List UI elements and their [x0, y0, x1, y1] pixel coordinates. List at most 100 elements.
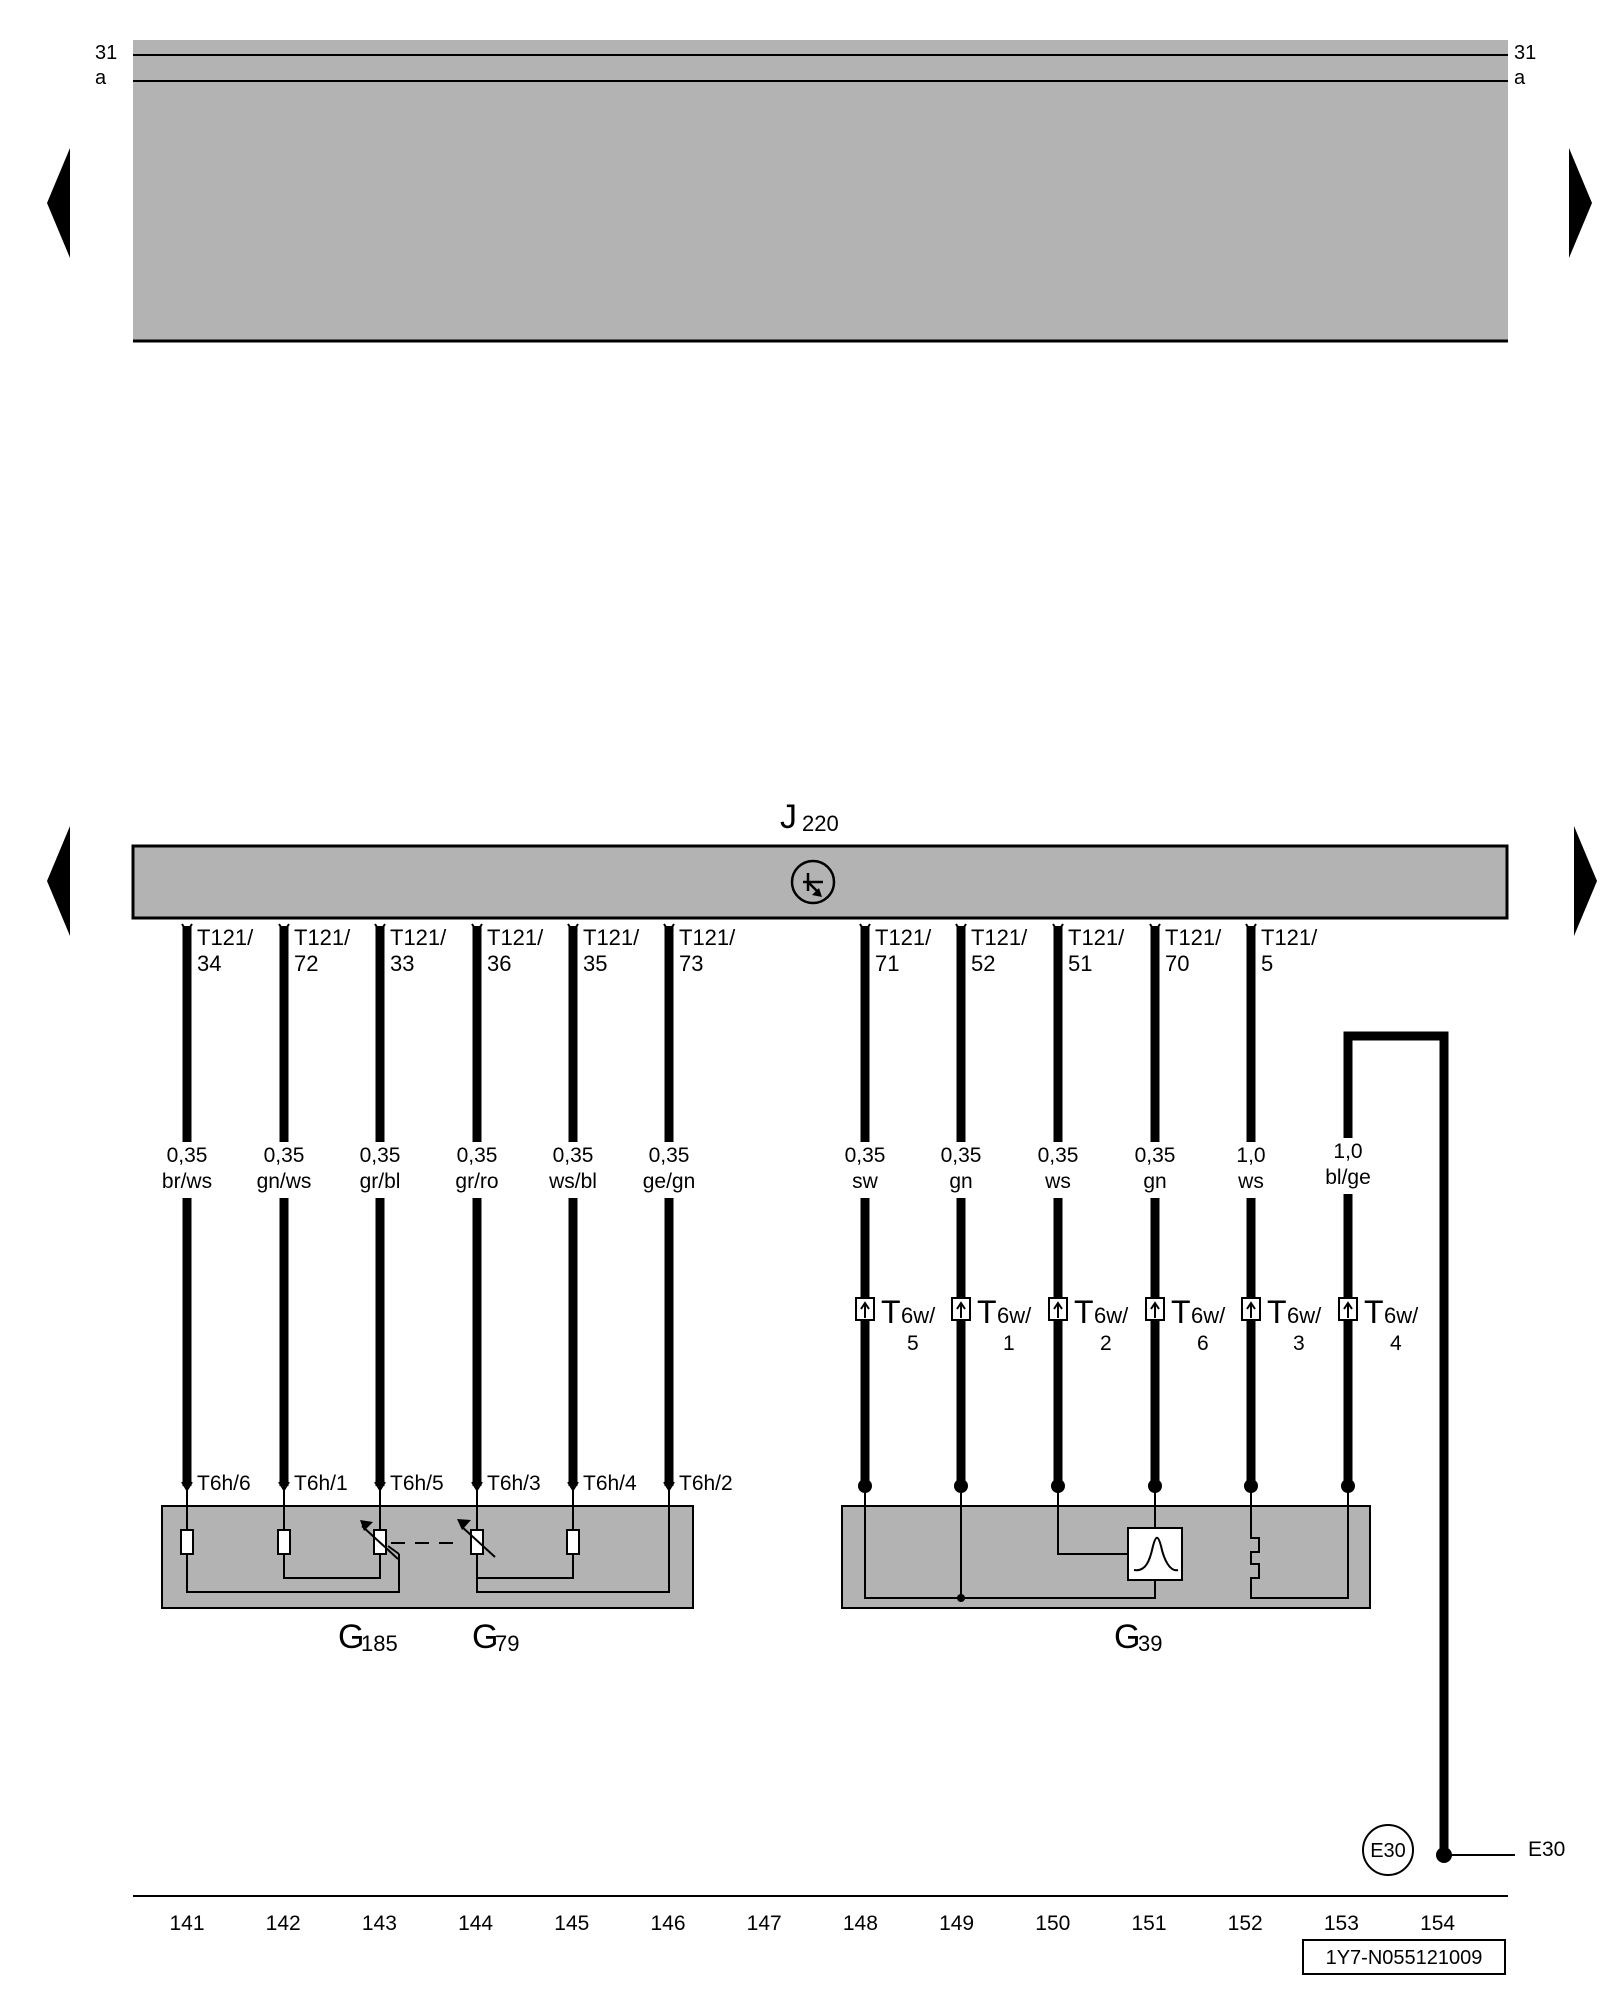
wire-color-label: gn [1143, 1170, 1166, 1193]
g39-number: 39 [1138, 1631, 1162, 1656]
document-id: 1Y7-N055121009 [1326, 1947, 1483, 1969]
wire-label-background [833, 1142, 897, 1198]
wire-color-label: gn/ws [257, 1170, 312, 1193]
track-number: 154 [1420, 1912, 1455, 1935]
t6w-connector-pin: 6 [1197, 1332, 1209, 1355]
track-number: 143 [362, 1912, 397, 1935]
wire-color-label: br/ws [162, 1170, 212, 1193]
wire-size-label: 0,35 [1038, 1144, 1079, 1167]
rail-31-label-right: 31 [1514, 42, 1536, 64]
prev-page-arrow-icon-lower[interactable] [47, 826, 70, 936]
ecu-pin-marker [278, 923, 290, 934]
t6w-connector-letter: T [977, 1294, 997, 1330]
t6w-connector-label: 6w/ [1094, 1303, 1129, 1328]
t6h-pin-label: T6h/5 [390, 1472, 444, 1495]
track-number: 149 [939, 1912, 974, 1935]
wire-label-background [1316, 1138, 1380, 1194]
wire-label-background [637, 1142, 701, 1198]
top-rail-panel: 31 a 31 a [95, 40, 1536, 343]
t6h-pin-label: T6h/6 [197, 1472, 251, 1495]
wire-size-label: 0,35 [1135, 1144, 1176, 1167]
track-number: 147 [747, 1912, 782, 1935]
wire-size-label: 0,35 [941, 1144, 982, 1167]
wire-size-label: 0,35 [649, 1144, 690, 1167]
track-number: 146 [650, 1912, 685, 1935]
ground-line-label: E30 [1528, 1838, 1565, 1861]
ecu-pin-number: 72 [294, 951, 318, 976]
ecu-pin-marker [374, 923, 386, 934]
next-page-arrow-icon[interactable] [1569, 148, 1592, 258]
wire-label-background [445, 1142, 509, 1198]
ecu-pin-label: T121/ [971, 925, 1028, 950]
ecu-pin-label: T121/ [1165, 925, 1222, 950]
sensor-box-g39: G 39 [841, 1486, 1371, 1656]
t6w-connector-label: 6w/ [901, 1303, 936, 1328]
g79-adjust-arrow-icon [457, 1519, 471, 1530]
wire-label-background [1123, 1142, 1187, 1198]
wire-color-label: gn [949, 1170, 972, 1193]
wire-label-background [929, 1142, 993, 1198]
ground-point-e30: E30 E30 [1362, 1824, 1565, 1876]
ground-junction-dot [1436, 1847, 1452, 1863]
wire-label-background [1026, 1142, 1090, 1198]
connector-arrow-icon [860, 1301, 870, 1310]
transistor-icon [790, 859, 836, 905]
ecu-pin-label: T121/ [875, 925, 932, 950]
ecu-pin-marker [1149, 923, 1161, 934]
next-page-arrow-icon-lower[interactable] [1574, 826, 1597, 936]
g185-internal-circuit [180, 1486, 400, 1593]
wire-color-label: sw [852, 1170, 879, 1193]
wire-label-background [541, 1142, 605, 1198]
wire-size-label: 0,35 [167, 1144, 208, 1167]
ecu-pin-number: 35 [583, 951, 607, 976]
sensor-box-g185-g79: G 185 G 79 [161, 1486, 694, 1656]
wire-size-label: 0,35 [553, 1144, 594, 1167]
t6w-connector-pin: 1 [1003, 1332, 1015, 1355]
prev-page-arrow-icon[interactable] [47, 148, 70, 258]
control-unit-number: 220 [802, 811, 839, 836]
t6w-connector-pin: 2 [1100, 1332, 1112, 1355]
document-id-frame [1302, 1939, 1506, 1975]
wire-size-label: 0,35 [360, 1144, 401, 1167]
rail-panel-background [133, 40, 1508, 341]
track-number: 150 [1035, 1912, 1070, 1935]
ecu-pin-marker [181, 923, 193, 934]
ecu-pin-label: T121/ [390, 925, 447, 950]
t6w-connector-letter: T [1267, 1294, 1287, 1330]
ecu-pin-number: 51 [1068, 951, 1092, 976]
ecu-pin-label: T121/ [583, 925, 640, 950]
wire-label-background [1219, 1142, 1283, 1198]
rail-31-label-left: 31 [95, 42, 117, 64]
ecu-pin-label: T121/ [197, 925, 254, 950]
connector-arrow-icon [1053, 1301, 1063, 1310]
sensor-box-g39-body [841, 1505, 1371, 1609]
document-id-box: 1Y7-N055121009 [1302, 1939, 1506, 1975]
g185-number: 185 [361, 1631, 398, 1656]
wire-label-background [348, 1142, 412, 1198]
ecu-pin-number: 5 [1261, 951, 1273, 976]
track-number: 153 [1324, 1912, 1359, 1935]
t6w-connector-pin: 5 [907, 1332, 919, 1355]
t6w-connector-label: 6w/ [997, 1303, 1032, 1328]
g39-internal-circuit [864, 1486, 1349, 1599]
wire-color-label: ge/gn [643, 1170, 696, 1193]
ecu-pin-number: 36 [487, 951, 511, 976]
wires-layer [182, 926, 1256, 1486]
ecu-pin-number: 70 [1165, 951, 1189, 976]
wire-color-label: ws [1237, 1170, 1264, 1193]
ecu-pin-label: T121/ [487, 925, 544, 950]
g39-letter: G [1114, 1618, 1140, 1656]
ecu-pin-marker [1245, 923, 1257, 934]
wire-size-label: 0,35 [264, 1144, 305, 1167]
ecu-pin-number: 71 [875, 951, 899, 976]
ecu-pins-layer: T121/34T121/72T121/33T121/36T121/35T121/… [181, 923, 1318, 976]
ecu-pin-marker [567, 923, 579, 934]
wire-bl-ge-ground-path [1343, 1031, 1449, 1855]
g79-number: 79 [495, 1631, 519, 1656]
